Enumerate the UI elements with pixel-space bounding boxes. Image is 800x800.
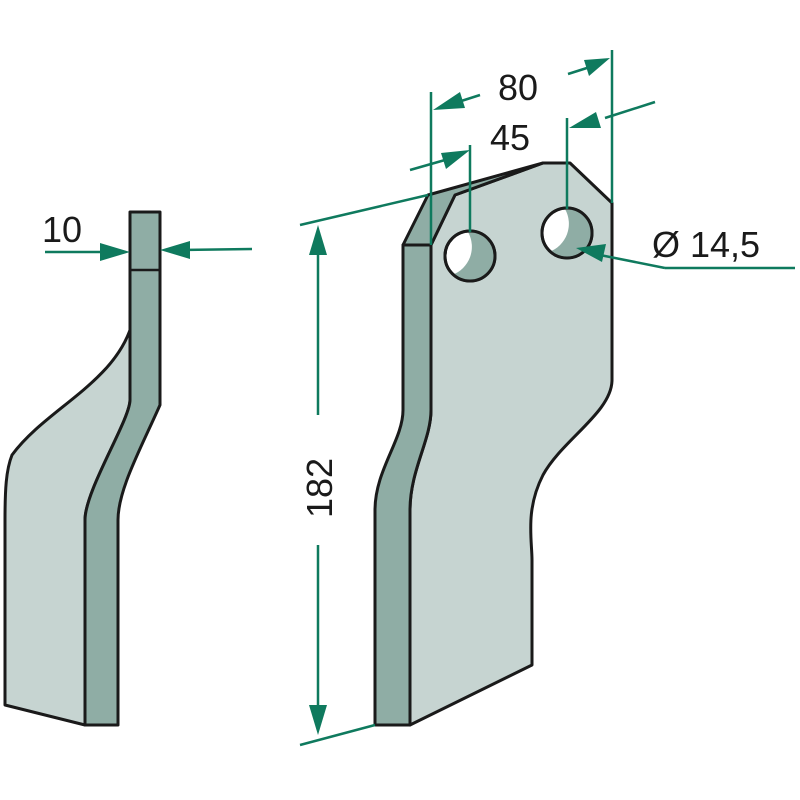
dimension-height: 182	[299, 193, 429, 747]
blade-side-view	[3, 210, 162, 727]
hole-left	[443, 229, 497, 283]
front-view-thickness	[373, 243, 433, 727]
height-label: 182	[299, 458, 340, 518]
dimension-80-label: 80	[498, 67, 538, 108]
dimension-45-label: 45	[490, 117, 530, 158]
dimension-80: 80	[429, 50, 614, 245]
blade-front-view	[373, 161, 614, 727]
thickness-label: 10	[42, 209, 82, 250]
dimension-thickness: 10	[42, 209, 253, 261]
side-view-thickness	[83, 210, 162, 727]
diameter-label: Ø 14,5	[652, 224, 760, 265]
dimension-45: 45	[409, 100, 656, 232]
dimension-diameter: Ø 14,5	[576, 224, 795, 270]
